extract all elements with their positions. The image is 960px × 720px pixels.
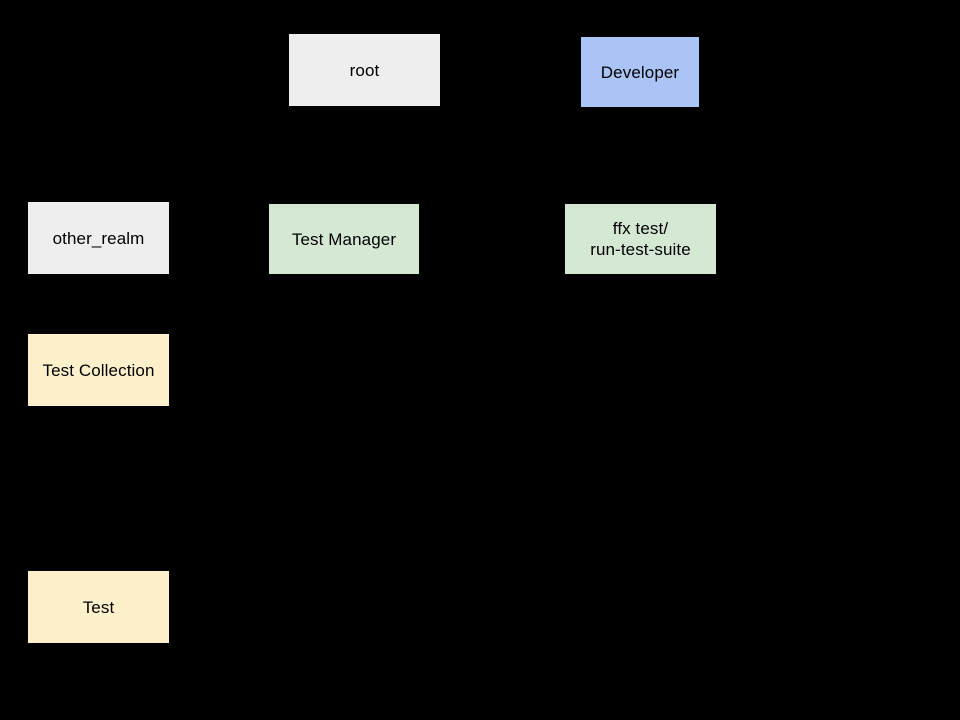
node-root[interactable]: root bbox=[289, 34, 440, 106]
node-ffx-test-run-test-suite[interactable]: ffx test/ run-test-suite bbox=[565, 204, 716, 274]
node-test-manager[interactable]: Test Manager bbox=[269, 204, 419, 274]
node-test-collection[interactable]: Test Collection bbox=[28, 334, 169, 406]
node-developer[interactable]: Developer bbox=[581, 37, 699, 107]
node-test[interactable]: Test bbox=[28, 571, 169, 643]
node-other-realm[interactable]: other_realm bbox=[28, 202, 169, 274]
